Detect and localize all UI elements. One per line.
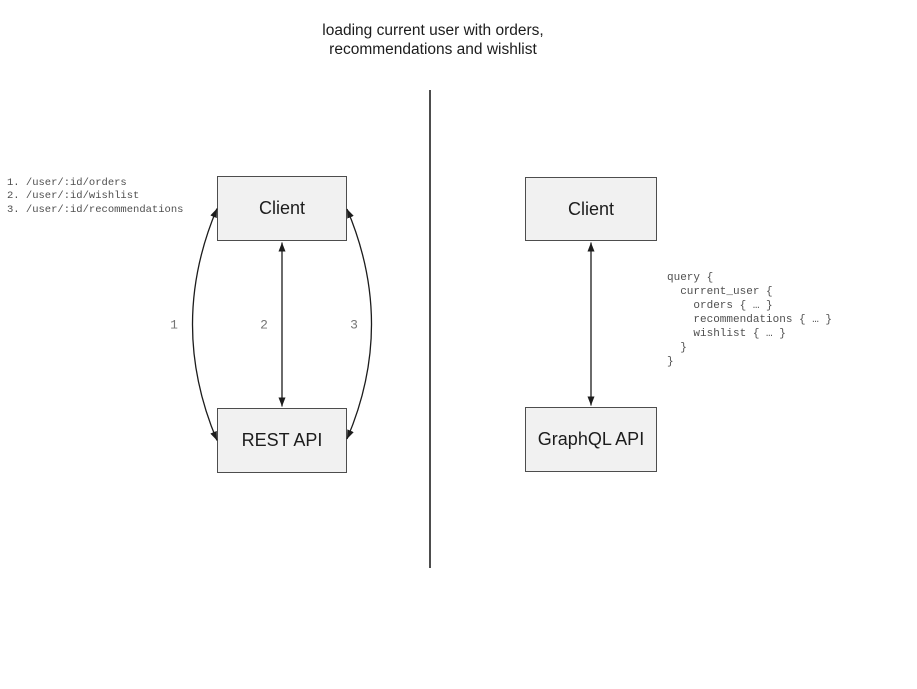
arrow-label-2: 2: [260, 317, 268, 333]
rest-endpoints-list: 1. /user/:id/orders 2. /user/:id/wishlis…: [7, 177, 183, 217]
rest-arrow-orders: [191, 208, 218, 441]
title-line-2: recommendations and wishlist: [329, 41, 537, 58]
query-line-1: query {: [667, 272, 714, 284]
title-line-1: loading current user with orders,: [322, 22, 544, 39]
query-line-6: }: [667, 342, 687, 354]
rest-api-box: REST API: [217, 408, 347, 473]
query-line-2: current_user {: [667, 286, 773, 298]
arrow-label-1: 1: [170, 317, 178, 333]
endpoint-item-orders: 1. /user/:id/orders: [7, 177, 127, 189]
rest-client-box: Client: [217, 176, 347, 241]
graphql-client-box: Client: [525, 177, 657, 241]
endpoint-item-wishlist: 2. /user/:id/wishlist: [7, 190, 140, 203]
graphql-client-box-label: Client: [567, 198, 615, 219]
query-line-7: }: [667, 356, 674, 368]
arrow-label-3: 3: [350, 317, 358, 333]
graphql-api-box: GraphQL API: [525, 407, 657, 472]
query-line-4: recommendations { … }: [667, 314, 833, 326]
query-line-3: orders { … }: [667, 300, 773, 312]
endpoint-item-recommendations: 3. /user/:id/recommendations: [7, 203, 184, 216]
graphql-api-box-label: GraphQL API: [537, 429, 645, 449]
diagram-title: loading current user with orders, recomm…: [322, 21, 543, 59]
panel-divider: [429, 90, 431, 568]
rest-api-box-label: REST API: [241, 430, 323, 450]
query-line-5: wishlist { … }: [667, 328, 786, 340]
graphql-query-code: query { current_user { orders { … } reco…: [667, 271, 832, 369]
rest-client-box-label: Client: [258, 198, 306, 218]
